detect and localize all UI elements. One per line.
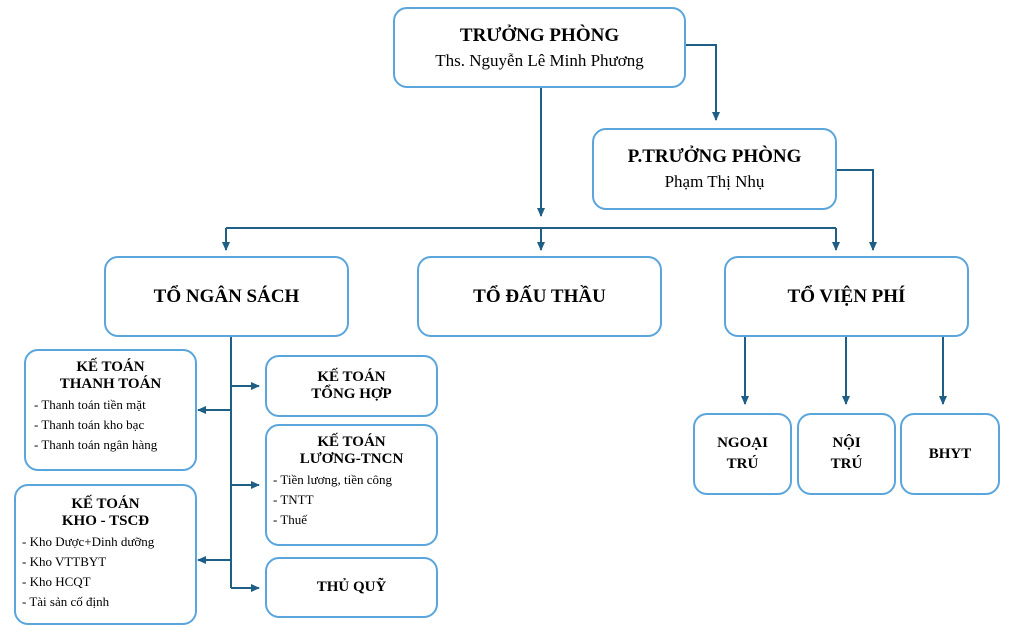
warehouse-title-line2: KHO - TSCĐ [61,513,150,529]
outpatient-line1: NGOẠI [717,435,768,451]
list-item: - Tài sản cố định [22,594,110,609]
arrow-deputy-to-fee-team [837,169,877,251]
insurance-title: BHYT [928,445,972,462]
insurance-box: BHYT [900,413,1000,495]
cashier-title: THỦ QUỸ [316,579,387,595]
list-item: - Tiền lương, tiền công [273,472,393,487]
head-title: TRƯỞNG PHÒNG [459,24,620,46]
cashier-box: THỦ QUỸ [265,557,438,618]
outpatient-line2: TRÚ [726,456,759,472]
deputy-box: P.TRƯỞNG PHÒNG Phạm Thị Nhụ [592,128,837,210]
payment-title-line1: KẾ TOÁN [76,359,145,375]
budget-team-title: TỔ NGÂN SÁCH [153,285,300,307]
general-accounting-box: KẾ TOÁN TỔNG HỢP [265,355,438,417]
salary-title-line1: KẾ TOÁN [317,434,386,450]
payment-title-line2: THANH TOÁN [59,376,162,392]
list-item: - Thanh toán ngân hàng [34,437,158,452]
fee-team-title: TỔ VIỆN PHÍ [787,285,906,307]
outpatient-box: NGOẠI TRÚ [693,413,792,495]
salary-accounting-box: KẾ TOÁN LƯƠNG-TNCN - Tiền lương, tiền cô… [265,424,438,546]
bidding-team-box: TỔ ĐẤU THẦU [417,256,662,337]
list-item: - TNTT [273,492,314,507]
general-title-line2: TỔNG HỢP [311,386,392,402]
payment-items: - Thanh toán tiền mặt - Thanh toán kho b… [26,395,195,455]
list-item: - Thanh toán tiền mặt [34,397,146,412]
salary-items: - Tiền lương, tiền công - TNTT - Thuế [267,470,436,530]
inpatient-line1: NỘI [832,435,861,451]
bidding-team-title: TỔ ĐẤU THẦU [473,285,606,307]
list-item: - Kho VTTBYT [22,554,107,569]
inpatient-line2: TRÚ [830,456,863,472]
warehouse-accounting-box: KẾ TOÁN KHO - TSCĐ - Kho Dược+Dinh dưỡng… [14,484,197,625]
list-item: - Kho HCQT [22,574,91,589]
deputy-title: P.TRƯỞNG PHÒNG [627,146,802,167]
fee-team-box: TỔ VIỆN PHÍ [724,256,969,337]
list-item: - Thuế [273,512,308,527]
list-item: - Thanh toán kho bạc [34,417,145,432]
salary-title-line2: LƯƠNG-TNCN [299,451,404,467]
head-name: Ths. Nguyễn Lê Minh Phương [435,50,644,70]
warehouse-title-line1: KẾ TOÁN [71,496,140,512]
deputy-name: Phạm Thị Nhụ [664,172,765,191]
head-box: TRƯỞNG PHÒNG Ths. Nguyễn Lê Minh Phương [393,7,686,88]
inpatient-box: NỘI TRÚ [797,413,896,495]
general-title-line1: KẾ TOÁN [317,369,386,385]
list-item: - Kho Dược+Dinh dưỡng [22,534,155,549]
budget-team-box: TỔ NGÂN SÁCH [104,256,349,337]
arrow-head-to-deputy [686,44,720,121]
warehouse-items: - Kho Dược+Dinh dưỡng - Kho VTTBYT - Kho… [16,532,195,612]
payment-accounting-box: KẾ TOÁN THANH TOÁN - Thanh toán tiền mặt… [24,349,197,471]
